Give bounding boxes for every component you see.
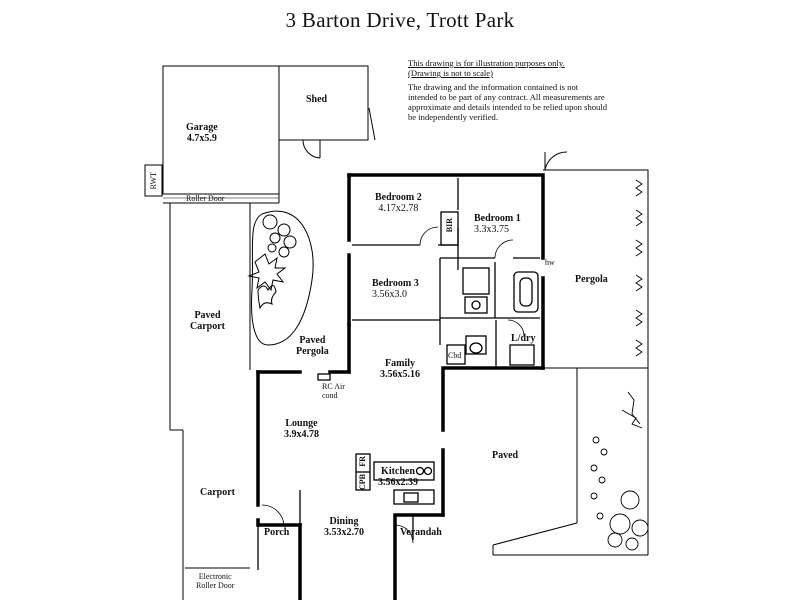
area-verandah: Verandah xyxy=(400,527,442,538)
disclaimer-line-1: This drawing is for illustration purpose… xyxy=(408,58,565,68)
shed-name: Shed xyxy=(306,94,328,105)
dining-name: Dining xyxy=(329,516,359,527)
room-kitchen: Kitchen 3.56x2.39 xyxy=(378,466,418,488)
roller-door-label: Roller Door xyxy=(186,194,225,203)
paved-carport-line-1: Paved xyxy=(194,310,221,321)
room-laundry: L/dry xyxy=(511,333,535,344)
rwt-label: RWT xyxy=(149,172,158,190)
rwt-tank xyxy=(144,164,163,197)
disclaimer-line-2: (Drawing is not to scale) xyxy=(408,68,493,78)
room-bedroom-2: Bedroom 2 4.17x2.78 xyxy=(375,192,422,214)
garden-bed xyxy=(251,210,314,346)
area-carport: Carport xyxy=(200,487,235,498)
disclaimer-body: The drawing and the information containe… xyxy=(408,82,608,122)
electronic-roller-door-label: Electronic Roller Door xyxy=(196,572,234,590)
room-lounge: Lounge 3.9x4.78 xyxy=(284,418,319,440)
rc-air-line-1: RC Air xyxy=(322,382,345,391)
house-wall-north xyxy=(347,173,545,260)
lounge-name: Lounge xyxy=(285,418,318,429)
electronic-line-1: Electronic xyxy=(198,572,232,581)
cbd-label: Cbd xyxy=(448,351,462,360)
room-bedroom-1: Bedroom 1 3.3x3.75 xyxy=(474,213,521,235)
room-family: Family 3.56x5.16 xyxy=(380,358,420,380)
area-paved-pergola: Paved Pergola xyxy=(296,335,329,357)
garage-dims: 4.7x5.9 xyxy=(186,133,217,144)
kitchen-island xyxy=(393,489,435,505)
bedroom-1-dims: 3.3x3.75 xyxy=(474,224,509,235)
bir-label: BIR xyxy=(445,218,454,233)
laundry-name: L/dry xyxy=(511,333,536,344)
rc-air-line-2: cond xyxy=(322,391,338,400)
carport-name: Carport xyxy=(200,487,235,498)
cpb-label: CPB xyxy=(358,474,367,490)
wc xyxy=(465,335,487,355)
verandah-name: Verandah xyxy=(400,527,442,538)
kitchen-dims: 3.56x2.39 xyxy=(378,477,418,488)
garage-outline xyxy=(162,65,280,195)
paved-name: Paved xyxy=(492,450,519,461)
rc-air-label: RC Air cond xyxy=(322,382,345,400)
family-name: Family xyxy=(385,358,415,369)
family-dims: 3.56x5.16 xyxy=(380,369,420,380)
shower xyxy=(462,267,490,295)
bedroom-3-name: Bedroom 3 xyxy=(372,278,419,289)
disclaimer: This drawing is for illustration purpose… xyxy=(408,58,608,122)
shed-side-door xyxy=(368,107,376,141)
room-porch: Porch xyxy=(264,527,289,538)
pergola-door-swing xyxy=(544,151,568,171)
room-dining: Dining 3.53x2.70 xyxy=(324,516,364,538)
area-paved: Paved xyxy=(492,450,518,461)
room-garage: Garage 4.7x5.9 xyxy=(186,122,218,144)
cbd-cupboard xyxy=(446,344,466,365)
bedroom-3-dims: 3.56x3.0 xyxy=(372,289,407,300)
garage-name: Garage xyxy=(186,122,218,133)
pergola-name: Pergola xyxy=(575,274,608,285)
porch-name: Porch xyxy=(264,527,290,538)
pergola-outline xyxy=(543,169,649,369)
dining-dims: 3.53x2.70 xyxy=(324,527,364,538)
shed-door-swing xyxy=(302,139,321,159)
shed-outline xyxy=(278,65,369,141)
paved-carport-line-2: Carport xyxy=(190,321,225,332)
bedroom-2-name: Bedroom 2 xyxy=(375,192,422,203)
area-paved-carport: Paved Carport xyxy=(190,310,225,332)
kitchen-bench xyxy=(373,461,435,481)
hw-label: hw xyxy=(545,258,555,267)
laundry-tub xyxy=(509,344,535,366)
bedroom-1-name: Bedroom 1 xyxy=(474,213,521,224)
kitchen-name: Kitchen xyxy=(381,466,415,477)
electronic-line-2: Roller Door xyxy=(196,581,235,590)
room-shed: Shed xyxy=(306,94,327,105)
paved-pergola-line-2: Pergola xyxy=(296,346,329,357)
vanity xyxy=(464,296,488,314)
bath xyxy=(513,271,539,313)
lounge-dims: 3.9x4.78 xyxy=(284,429,319,440)
room-pergola: Pergola xyxy=(575,274,608,285)
paved-pergola-line-1: Paved xyxy=(299,335,326,346)
fr-label: FR xyxy=(358,456,367,467)
rc-air-unit xyxy=(317,373,331,381)
porch-door-swing xyxy=(261,504,285,526)
page-title: 3 Barton Drive, Trott Park xyxy=(285,8,515,32)
bir-robe xyxy=(440,211,459,246)
room-bedroom-3: Bedroom 3 3.56x3.0 xyxy=(372,278,419,300)
bedroom-2-dims: 4.17x2.78 xyxy=(378,203,419,214)
